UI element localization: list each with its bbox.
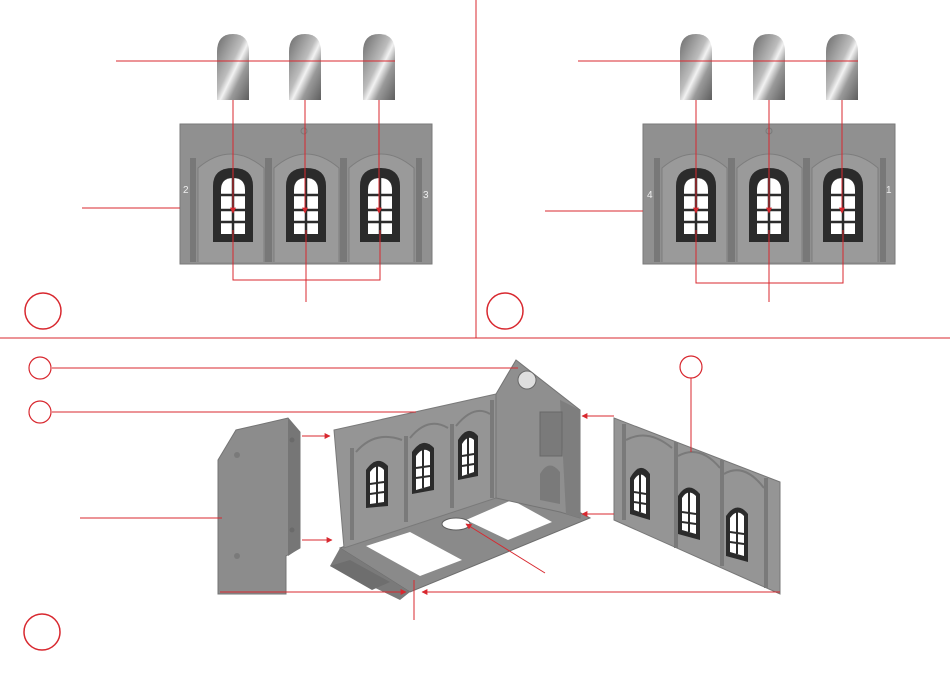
back-wall-window-2: [412, 443, 434, 494]
glazing-piece-a3: [363, 34, 395, 100]
glazing-piece-a2: [289, 34, 321, 100]
wall-number-left: 2: [183, 185, 189, 196]
glazing-piece-a1: [217, 34, 249, 100]
front-wall-window-3: [726, 507, 748, 562]
back-wall-window-1: [366, 461, 388, 508]
gable-vent: [518, 371, 536, 389]
wall-number-left-b: 4: [647, 190, 653, 201]
panel-c: [24, 356, 780, 650]
back-wall-window-3: [458, 431, 478, 480]
callout-marker-2: [29, 401, 51, 423]
callout-marker-1: [29, 357, 51, 379]
wall-number-right: 3: [423, 190, 429, 201]
front-wall-window-2: [678, 487, 700, 540]
step-marker-a: [25, 293, 61, 329]
panel-a: 2 3: [25, 34, 432, 329]
step-marker-c: [24, 614, 60, 650]
glazing-piece-b2: [753, 34, 785, 100]
wall-number-right-b: 1: [886, 185, 892, 196]
floor-hole: [442, 518, 470, 530]
step-marker-b: [487, 293, 523, 329]
glazing-piece-b3: [826, 34, 858, 100]
callout-marker-3: [680, 356, 702, 378]
side-wall-left: [218, 418, 300, 594]
glazing-piece-b1: [680, 34, 712, 100]
gable-wall: [496, 360, 580, 518]
front-wall-window-1: [630, 468, 650, 520]
panel-b: 4 1: [487, 34, 895, 329]
